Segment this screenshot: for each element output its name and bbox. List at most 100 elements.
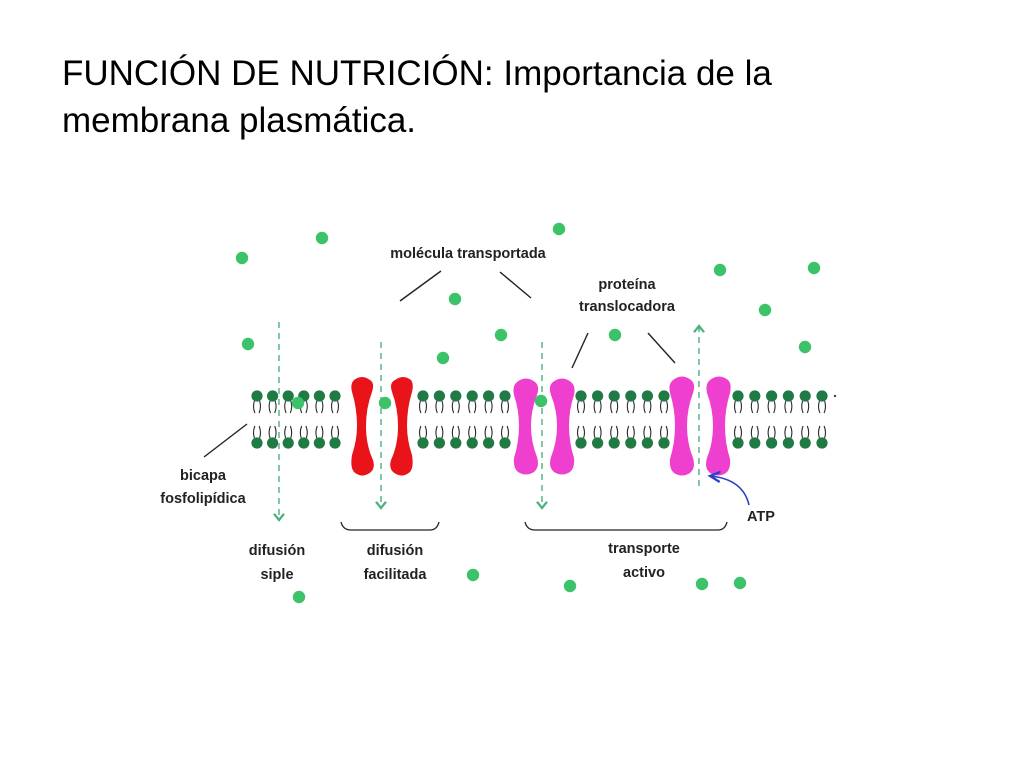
transported-molecules bbox=[235, 222, 821, 604]
lipid-head bbox=[450, 437, 462, 449]
lipid-head bbox=[641, 437, 654, 449]
lipid-tail bbox=[284, 425, 293, 439]
phospholipid bbox=[592, 390, 604, 449]
active-bracket bbox=[524, 521, 728, 531]
lipid-head bbox=[575, 390, 587, 402]
lipid-head bbox=[766, 437, 778, 449]
lipid-head bbox=[749, 390, 761, 402]
lipid-head bbox=[267, 437, 279, 449]
lipid-head bbox=[466, 437, 478, 449]
lipid-tail bbox=[451, 425, 460, 439]
lipid-tail bbox=[500, 400, 510, 414]
molecule-pointer-left bbox=[399, 270, 442, 302]
channel-protein-left-half bbox=[351, 377, 374, 476]
lipid-head bbox=[799, 390, 811, 402]
lipid-head bbox=[658, 390, 670, 402]
lipid-tail bbox=[484, 400, 493, 414]
facilitated-bracket bbox=[340, 521, 440, 531]
phospholipid bbox=[732, 390, 744, 449]
phospholipid bbox=[641, 390, 654, 449]
lipid-tail bbox=[252, 425, 262, 439]
lipid-tail bbox=[468, 400, 477, 414]
lipid-head bbox=[251, 390, 263, 402]
molecule-dot bbox=[291, 396, 305, 410]
lipid-head bbox=[592, 390, 604, 402]
slide-title: FUNCIÓN DE NUTRICIÓN: Importancia de la … bbox=[62, 50, 962, 144]
protein-label-line-2: translocadora bbox=[579, 299, 676, 315]
lipid-tail bbox=[767, 425, 776, 439]
simple-diffusion-label-line-2: siple bbox=[260, 567, 293, 583]
protein-pointer-right bbox=[647, 332, 676, 364]
phospholipid bbox=[466, 390, 478, 449]
phospholipid-bilayer bbox=[251, 390, 828, 449]
bilayer-label-line-2: fosfolipídica bbox=[160, 491, 246, 507]
molecule-pointer-right bbox=[499, 271, 532, 299]
lipid-tail bbox=[817, 400, 827, 414]
lipid-head bbox=[417, 437, 429, 449]
lipid-tail bbox=[659, 425, 669, 439]
lipid-tail bbox=[817, 425, 827, 439]
lipid-tail bbox=[733, 425, 743, 439]
pointer-lines bbox=[203, 270, 676, 458]
molecule-dot bbox=[713, 263, 727, 277]
lipid-head bbox=[608, 390, 620, 402]
molecule-dot bbox=[241, 337, 255, 351]
lipid-head bbox=[782, 390, 795, 402]
lipid-tail bbox=[252, 400, 262, 414]
brackets bbox=[340, 521, 728, 531]
lipid-head bbox=[499, 390, 511, 402]
lipid-head bbox=[499, 437, 511, 449]
slide-title-line-2: membrana plasmática. bbox=[62, 101, 417, 140]
phospholipid bbox=[782, 390, 795, 449]
lipid-tail bbox=[315, 400, 324, 414]
translocator-protein-1-right bbox=[549, 378, 575, 475]
lipid-head bbox=[466, 390, 478, 402]
lipid-tail bbox=[268, 400, 277, 414]
lipid-tail bbox=[784, 400, 793, 414]
phospholipid bbox=[329, 390, 341, 449]
molecule-dot bbox=[534, 394, 548, 408]
lipid-tail bbox=[767, 400, 776, 414]
bilayer-pointer bbox=[203, 423, 248, 458]
lipid-tail bbox=[801, 425, 810, 439]
protein-label-line-1: proteína bbox=[598, 277, 656, 293]
slide-title-line-1: FUNCIÓN DE NUTRICIÓN: Importancia de la bbox=[62, 54, 772, 93]
molecule-dot bbox=[608, 328, 622, 342]
lipid-tail bbox=[784, 425, 793, 439]
phospholipid bbox=[417, 390, 429, 449]
lipid-head bbox=[433, 390, 445, 402]
lipid-tail bbox=[418, 400, 428, 414]
phospholipid bbox=[658, 390, 670, 449]
lipid-tail bbox=[576, 400, 586, 414]
lipid-tail bbox=[576, 425, 586, 439]
lipid-head bbox=[658, 437, 670, 449]
lipid-head bbox=[575, 437, 587, 449]
lipid-head bbox=[608, 437, 620, 449]
lipid-tail bbox=[659, 400, 669, 414]
facilitated-diffusion-label-line-2: facilitada bbox=[364, 567, 428, 583]
molecule-dot bbox=[798, 340, 812, 354]
protein-pointer-left bbox=[571, 332, 589, 369]
lipid-head bbox=[433, 437, 445, 449]
lipid-head bbox=[799, 437, 811, 449]
translocator-protein-2-right bbox=[706, 376, 731, 476]
lipid-head bbox=[282, 437, 294, 449]
lipid-head bbox=[782, 437, 795, 449]
lipid-tail bbox=[418, 425, 428, 439]
active-transport-label-line-2: activo bbox=[623, 565, 665, 581]
phospholipid bbox=[625, 390, 637, 449]
lipid-tail bbox=[643, 400, 652, 414]
molecule-dot bbox=[494, 328, 508, 342]
lipid-tail bbox=[315, 425, 324, 439]
lipid-head bbox=[417, 390, 429, 402]
lipid-head bbox=[732, 390, 744, 402]
molecule-dot bbox=[315, 231, 329, 245]
lipid-head bbox=[625, 390, 637, 402]
phospholipid bbox=[816, 390, 828, 449]
lipid-tail bbox=[451, 400, 460, 414]
atp-label: ATP bbox=[747, 509, 775, 525]
channel-protein-right-half bbox=[390, 377, 413, 476]
lipid-tail bbox=[593, 425, 602, 439]
atp-arrow bbox=[710, 476, 750, 506]
